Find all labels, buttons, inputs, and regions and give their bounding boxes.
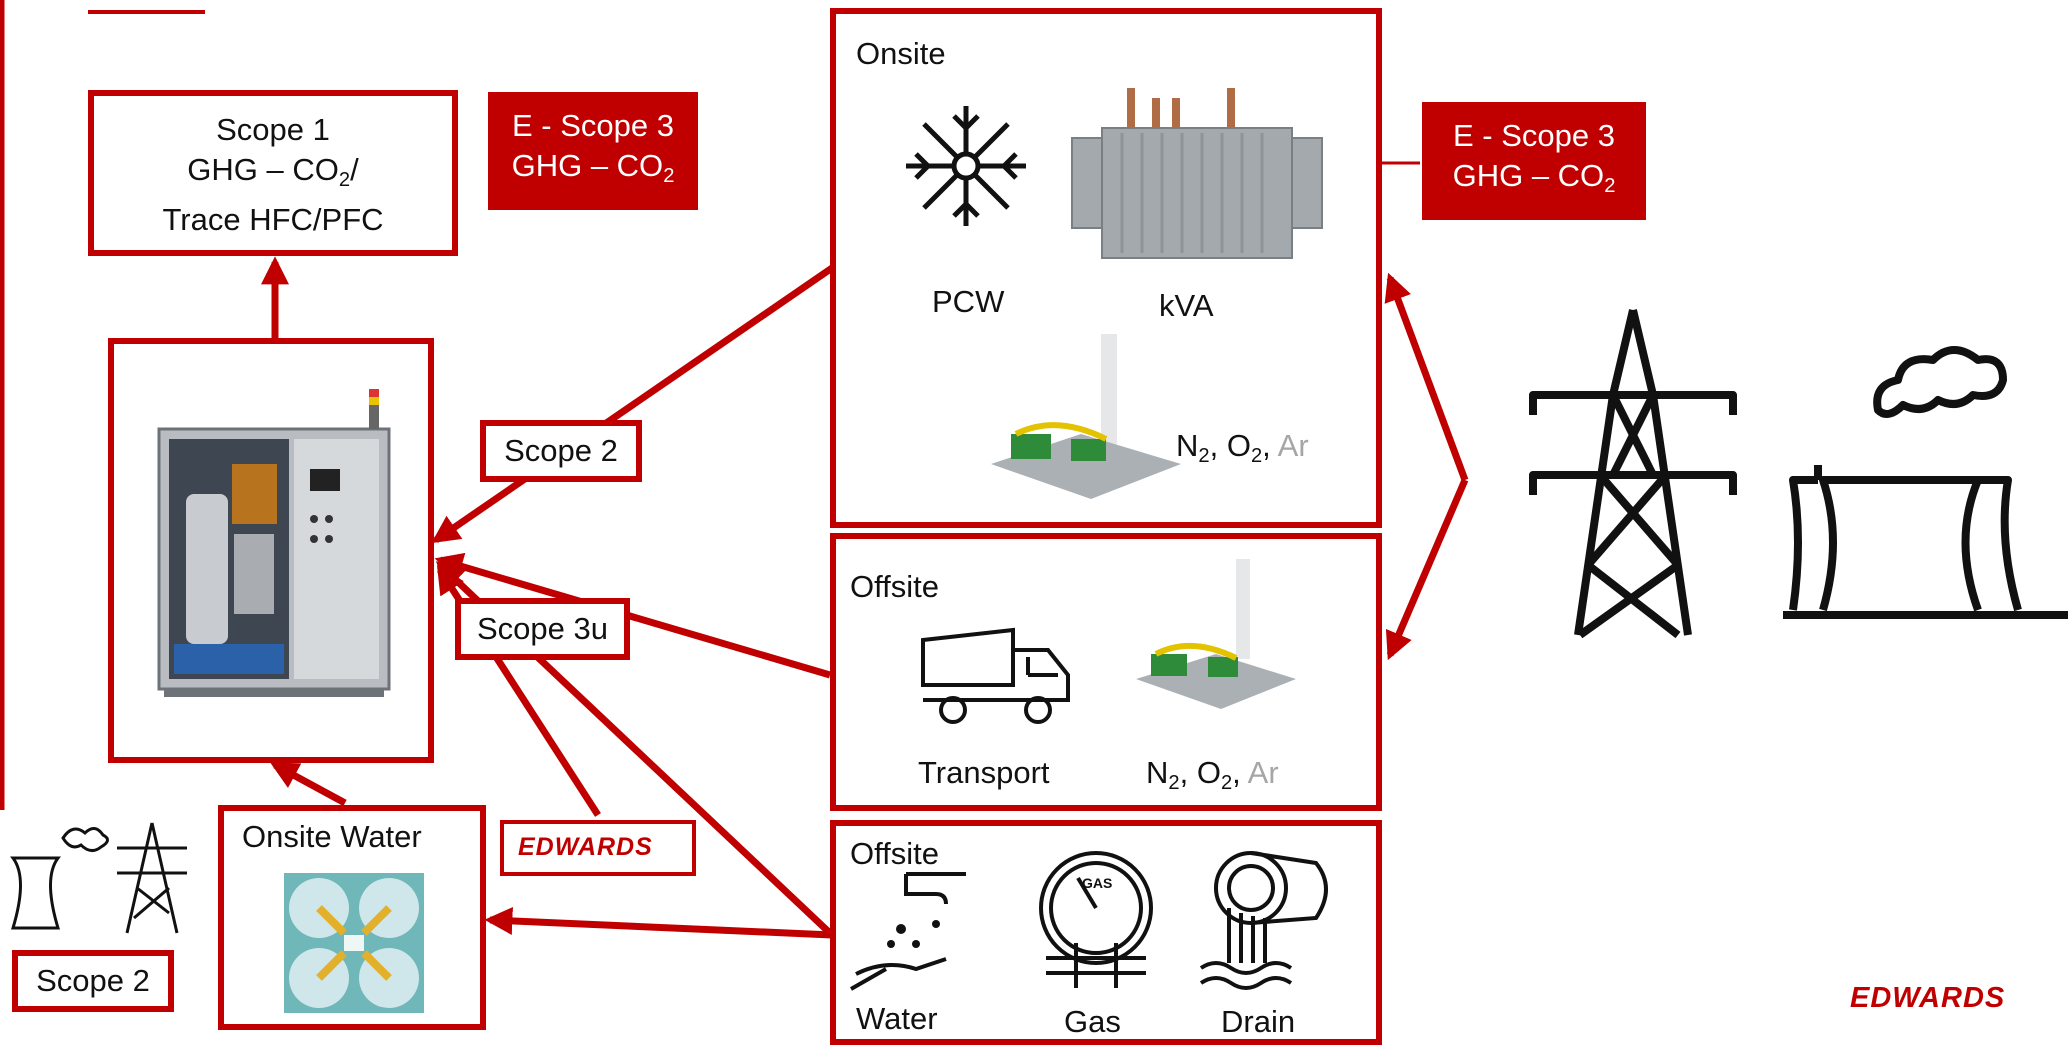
e-scope3-right-title: E - Scope 3 [1453, 118, 1615, 153]
offsite-transport-box: Offsite Transport N2, O2, Ar [830, 533, 1382, 811]
truck-icon [921, 627, 1070, 724]
edwards-logo-box: EDWARDS [500, 820, 696, 876]
offsite-utilities-title: Offsite [850, 836, 940, 871]
gas-meter-icon: GAS [1039, 851, 1153, 988]
e-scope3-left-ghg: GHG – CO2 [511, 148, 675, 188]
scope2-bottom-box: Scope 2 [12, 950, 174, 1012]
small-power-plant-icon [10, 827, 109, 930]
edwards-logo-bottom-right: EDWARDS [1850, 982, 2006, 1014]
onsite-water-title: Onsite Water [242, 819, 422, 854]
snowflake-icon [906, 106, 1026, 226]
pcw-label: PCW [932, 284, 1005, 319]
scope2-bottom-label: Scope 2 [36, 963, 150, 998]
gas-meter-text: GAS [1082, 875, 1112, 891]
wafer-icon [284, 873, 424, 1013]
power-plant-icon [1783, 346, 2068, 619]
scope2-label-box: Scope 2 [480, 420, 642, 482]
offsite-gas-plant-icon [1136, 559, 1296, 709]
e-scope3-left-badge: E - Scope 3 GHG – CO2 [488, 92, 698, 210]
small-pylon-icon [117, 822, 187, 934]
scope1-box: Scope 1 GHG – CO2/ Trace HFC/PFC [88, 90, 458, 256]
scope3u-label-box: Scope 3u [455, 598, 630, 660]
offsite-utilities-box: Offsite Water GAS Gas Drain [830, 820, 1382, 1045]
scope1-ghg: GHG – CO2/ [187, 152, 359, 192]
e-scope3-right-ghg: GHG – CO2 [1452, 158, 1616, 198]
onsite-title: Onsite [856, 36, 946, 71]
scope1-title: Scope 1 [216, 112, 330, 147]
transformer-icon [1071, 88, 1323, 259]
offsite-transport-title: Offsite [850, 569, 940, 604]
onsite-gases-label: N2, O2, Ar [1176, 428, 1309, 468]
scope2-label: Scope 2 [504, 433, 618, 468]
e-scope3-right-badge: E - Scope 3 GHG – CO2 [1422, 102, 1646, 220]
water-tap-icon [850, 872, 966, 991]
gas-label: Gas [1064, 1004, 1121, 1039]
water-label: Water [856, 1001, 938, 1036]
transport-label: Transport [918, 755, 1050, 790]
scope1-trace: Trace HFC/PFC [162, 202, 384, 238]
onsite-box: Onsite PCW kVA N2, O2, Ar [830, 8, 1382, 528]
drain-pipe-icon [1199, 851, 1328, 990]
gas-plant-icon [991, 334, 1181, 499]
e-scope3-left-title: E - Scope 3 [512, 108, 674, 143]
large-pylon-icon [1529, 309, 1737, 639]
kva-label: kVA [1159, 288, 1214, 323]
abatement-tool-box [108, 338, 434, 763]
onsite-water-box: Onsite Water [218, 805, 486, 1030]
drain-label: Drain [1221, 1004, 1296, 1039]
scope3u-label: Scope 3u [477, 611, 608, 646]
offsite-gases-label: N2, O2, Ar [1146, 755, 1279, 795]
edwards-logo: EDWARDS [518, 833, 653, 861]
abatement-tool-image [157, 389, 391, 697]
